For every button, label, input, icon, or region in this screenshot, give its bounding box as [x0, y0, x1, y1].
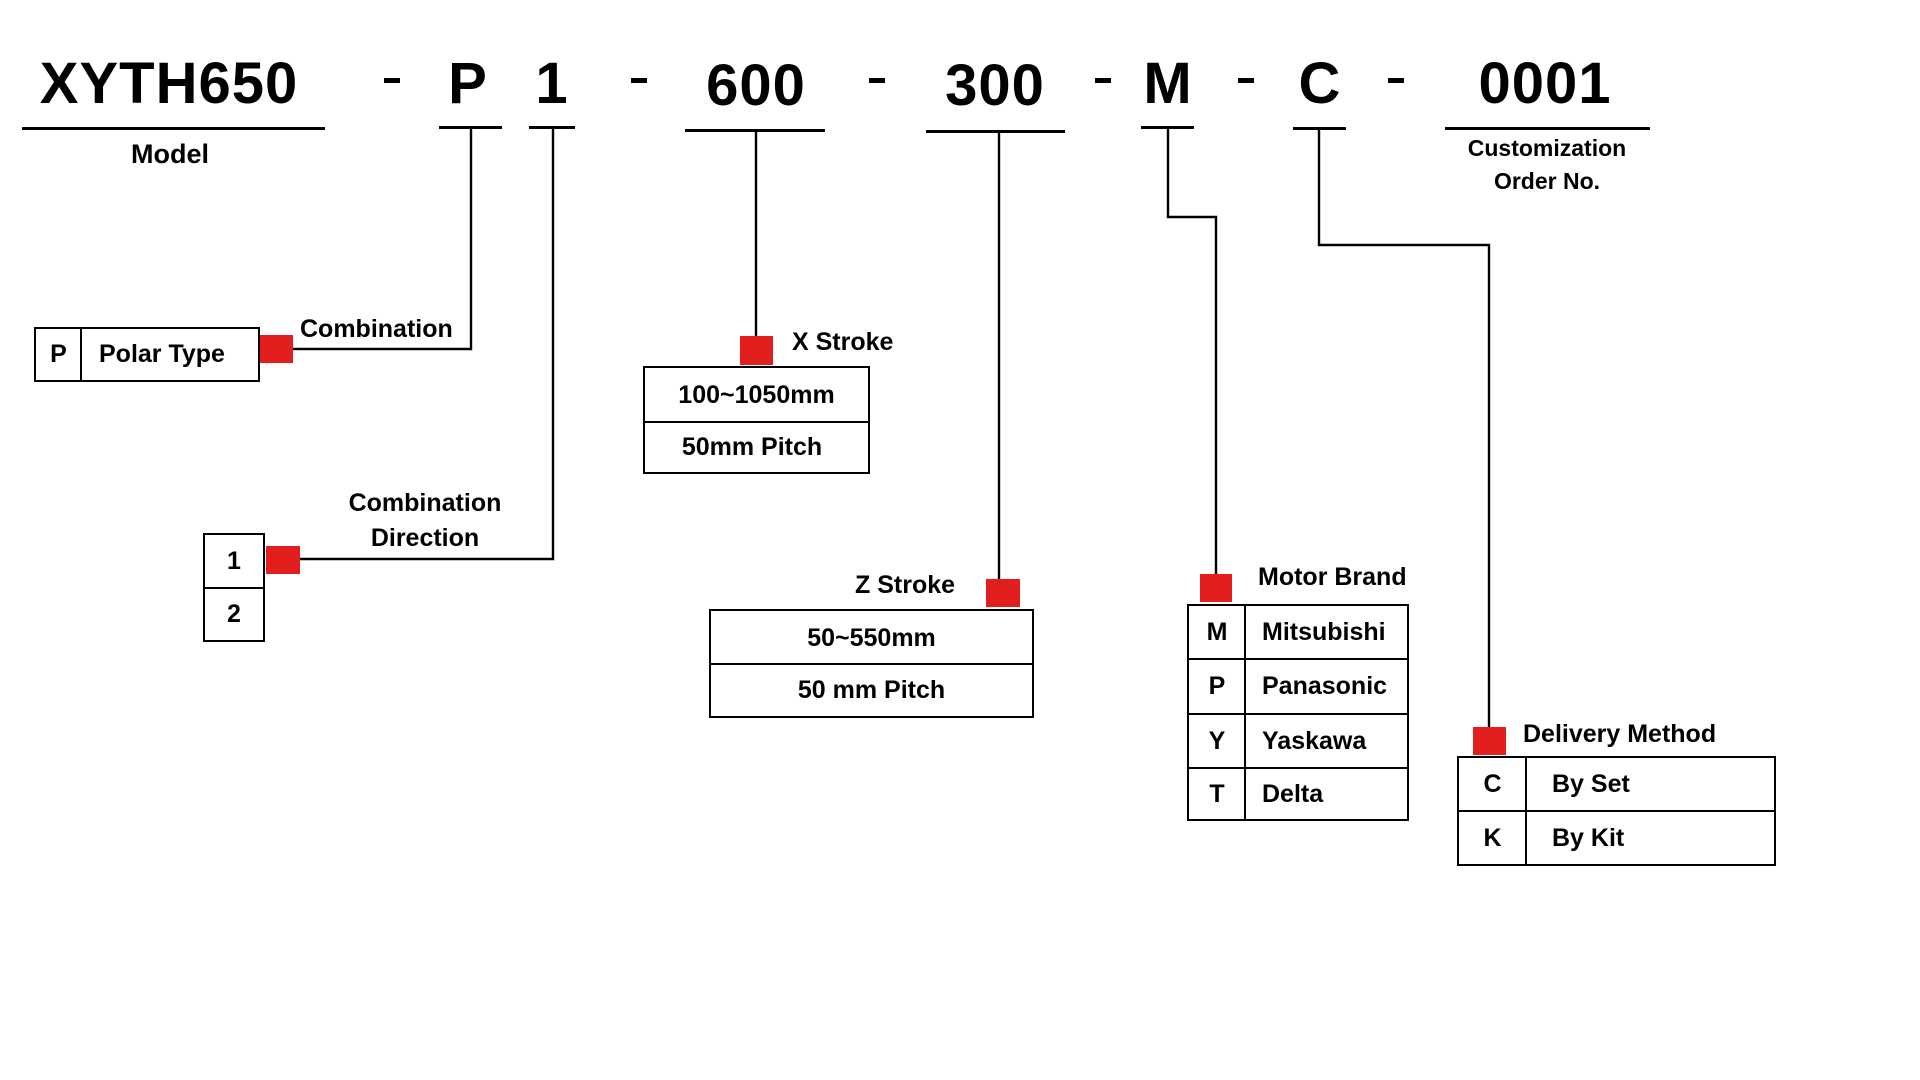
combination-option-code: P — [50, 340, 67, 368]
motor-option-code: P — [1208, 672, 1226, 700]
model-underline — [22, 127, 325, 130]
separator-dash — [1388, 78, 1404, 83]
order-no-label-line2: Order No. — [1493, 168, 1601, 194]
combination-code: P — [448, 51, 488, 116]
motor-option-name: Panasonic — [1262, 672, 1388, 700]
separator-dash — [869, 78, 885, 83]
motor-brand-marker — [1200, 574, 1232, 602]
combination-marker — [260, 335, 293, 363]
separator-dash — [1095, 78, 1111, 83]
direction-marker — [266, 546, 300, 574]
model-code: XYTH650 — [39, 51, 299, 116]
motor-underline — [1141, 126, 1194, 129]
motor-option-name: Mitsubishi — [1262, 618, 1386, 646]
z-stroke-code: 300 — [945, 53, 1045, 118]
z-stroke-table: 50~550mm 50 mm Pitch — [709, 609, 1034, 718]
z-stroke-pitch: 50 mm Pitch — [797, 676, 946, 704]
delivery-option-name: By Set — [1552, 770, 1630, 798]
x-stroke-range: 100~1050mm — [678, 380, 835, 409]
motor-option-code: T — [1209, 779, 1225, 808]
direction-title-line1: Combination — [348, 489, 502, 517]
delivery-method-marker — [1473, 727, 1506, 755]
delivery-option-code: K — [1483, 824, 1502, 852]
delivery-method-title: Delivery Method — [1523, 720, 1717, 748]
motor-option-name: Yaskawa — [1262, 727, 1367, 755]
direction-code: 1 — [535, 51, 569, 116]
x-stroke-pitch: 50mm Pitch — [681, 433, 823, 461]
wire-delivery-method — [1317, 127, 1491, 729]
direction-title-line2: Direction — [370, 524, 480, 552]
wire-combination — [291, 126, 473, 351]
z-stroke-marker — [986, 579, 1020, 607]
order-no-label-line1: Customization — [1467, 135, 1627, 161]
order-no-underline — [1445, 127, 1650, 130]
combination-underline — [439, 126, 502, 129]
motor-code: M — [1143, 51, 1193, 116]
motor-option-code: M — [1206, 618, 1228, 646]
wire-motor-brand — [1166, 126, 1218, 576]
motor-brand-table: M Mitsubishi P Panasonic Y Yaskawa T Del… — [1187, 604, 1409, 821]
order-no-code: 0001 — [1478, 51, 1612, 116]
direction-underline — [529, 126, 575, 129]
delivery-option-code: C — [1483, 770, 1502, 798]
direction-option: 2 — [227, 600, 241, 628]
delivery-underline — [1293, 127, 1346, 130]
z-stroke-underline — [926, 130, 1065, 133]
motor-option-name: Delta — [1262, 779, 1324, 808]
model-label: Model — [131, 139, 209, 169]
z-stroke-title: Z Stroke — [855, 571, 956, 599]
combination-title: Combination — [300, 315, 453, 343]
combination-table: P Polar Type — [34, 327, 260, 382]
separator-dash — [631, 78, 647, 83]
separator-dash — [1238, 78, 1254, 83]
separator-dash — [384, 78, 400, 83]
x-stroke-marker — [740, 336, 773, 365]
wire-direction — [298, 126, 555, 561]
x-stroke-code: 600 — [706, 53, 806, 118]
x-stroke-title: X Stroke — [792, 328, 894, 356]
direction-table: 1 2 — [203, 533, 265, 642]
delivery-option-name: By Kit — [1552, 824, 1625, 852]
direction-option: 1 — [227, 547, 241, 575]
motor-option-code: Y — [1208, 727, 1226, 755]
z-stroke-range: 50~550mm — [807, 623, 936, 652]
x-stroke-underline — [685, 129, 825, 132]
combination-option-name: Polar Type — [99, 340, 225, 368]
x-stroke-table: 100~1050mm 50mm Pitch — [643, 366, 870, 474]
motor-brand-title: Motor Brand — [1258, 563, 1407, 591]
delivery-method-table: C By Set K By Kit — [1457, 756, 1776, 866]
delivery-code: C — [1298, 51, 1342, 116]
